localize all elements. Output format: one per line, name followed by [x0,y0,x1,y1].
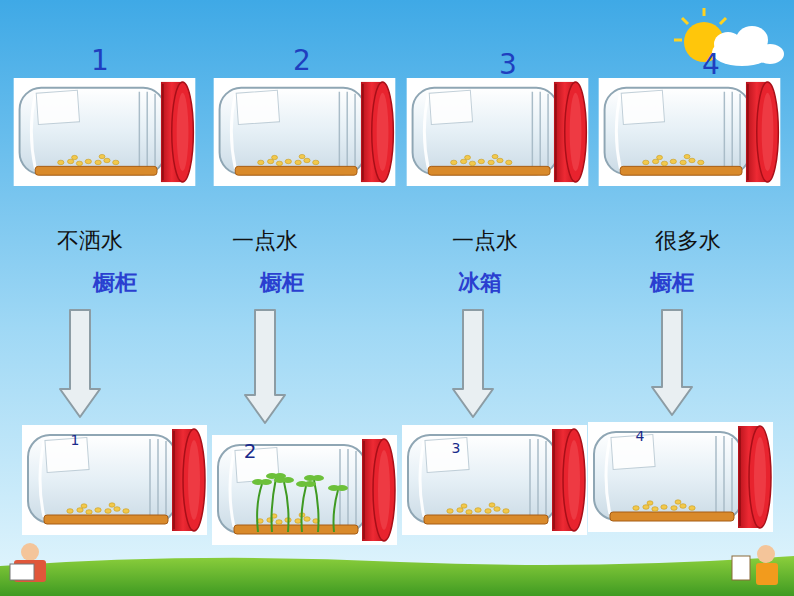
jar-number: 3 [452,440,461,456]
water-condition: 一点水 [232,228,298,253]
cloud [712,26,784,66]
location-label: 橱柜 [260,270,304,295]
seed-jar [212,435,397,545]
top-jars [14,78,781,186]
jar-number: 3 [499,49,517,81]
seed-jar [588,422,773,532]
block-arrow [453,310,493,417]
seed-jar [402,425,587,535]
reading-child [10,543,46,582]
jar-number: 4 [636,428,645,444]
grass [0,556,794,596]
seed-jar [407,78,589,186]
water-condition: 一点水 [452,228,518,253]
block-arrow [652,310,692,415]
bottom-jars [22,422,773,545]
painting-child [732,545,778,585]
experiment-jar: 3 一点水冰箱 [403,45,591,307]
jar-number: 4 [702,49,720,81]
result-jar: 2 [212,426,397,552]
result-jar: 4 [588,418,773,534]
location-label: 橱柜 [650,270,694,295]
block-arrow [60,310,100,417]
location-label: 冰箱 [458,270,502,295]
seed-jar [22,425,207,535]
result-jar: 1 [22,420,207,538]
experiment-jar: 1 不洒水橱柜 [10,45,198,307]
location-label: 橱柜 [93,270,137,295]
seed-jar [599,78,781,186]
jar-number: 1 [91,45,109,77]
water-condition: 很多水 [655,228,721,253]
experiment-jar: 4 很多水橱柜 [595,45,783,307]
block-arrow [245,310,285,423]
jar-number: 2 [244,440,257,463]
result-jar: 3 [402,420,587,538]
jar-number: 1 [71,432,80,448]
water-condition: 不洒水 [57,228,123,253]
seed-jar [14,78,196,186]
seed-jar [214,78,396,186]
experiment-jar: 2 一点水橱柜 [210,45,398,307]
jar-number: 2 [293,45,311,77]
sprouts [252,473,348,532]
